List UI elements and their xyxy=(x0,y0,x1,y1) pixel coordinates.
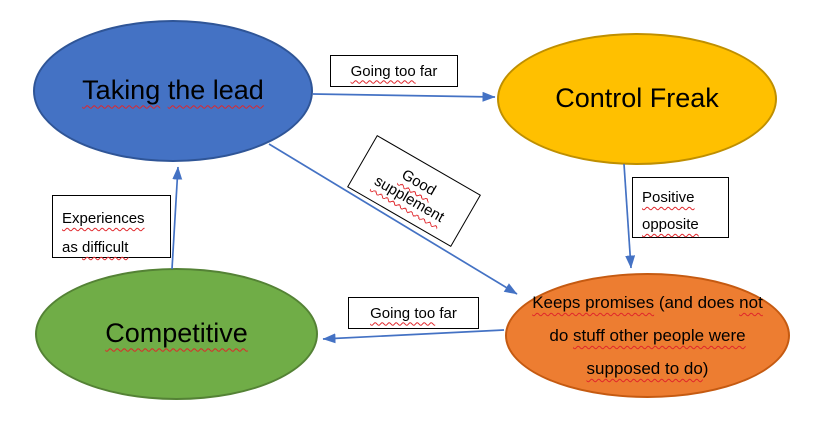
keeps-promises-line-2: do stuff other people were xyxy=(549,326,746,345)
node-keeps-promises[interactable]: Keeps promises (and does not do stuff ot… xyxy=(505,273,790,398)
arrow-control-freak-to-keeps-promises[interactable] xyxy=(623,163,636,269)
label-good-supplement[interactable]: Good supplement xyxy=(347,135,481,247)
label-going-too-far-top-text: Going too far xyxy=(350,62,438,80)
node-taking-the-lead[interactable]: Taking the lead xyxy=(33,20,313,162)
arrow-competitive-to-taking-the-lead[interactable] xyxy=(171,166,183,270)
label-positive-opposite-line-2: opposite xyxy=(642,216,699,233)
node-competitive[interactable]: Competitive xyxy=(35,268,318,400)
label-experiences-line-2: as difficult xyxy=(62,239,129,256)
node-taking-the-lead-label: Taking the lead xyxy=(82,75,264,106)
arrow-taking-the-lead-to-control-freak[interactable] xyxy=(312,91,496,102)
keeps-promises-line-3: supposed to do) xyxy=(586,359,709,378)
label-experiences-as-difficult[interactable]: Experiences as difficult xyxy=(52,195,171,258)
node-control-freak-label: Control Freak xyxy=(555,83,719,114)
arrow-keeps-promises-to-competitive[interactable] xyxy=(322,329,505,344)
label-going-too-far-bottom-text: Going too far xyxy=(370,304,457,322)
label-going-too-far-bottom[interactable]: Going too far xyxy=(348,297,479,329)
label-positive-opposite-line-1: Positive xyxy=(642,189,695,206)
node-keeps-promises-label: Keeps promises (and does not do stuff ot… xyxy=(524,286,771,385)
label-going-too-far-top[interactable]: Going too far xyxy=(330,55,458,87)
label-positive-opposite[interactable]: Positive opposite xyxy=(632,177,729,238)
node-competitive-label: Competitive xyxy=(105,318,248,349)
label-experiences-line-1: Experiences xyxy=(62,210,145,227)
node-control-freak[interactable]: Control Freak xyxy=(497,33,777,165)
keeps-promises-line-1: Keeps promises (and does not xyxy=(532,293,763,312)
